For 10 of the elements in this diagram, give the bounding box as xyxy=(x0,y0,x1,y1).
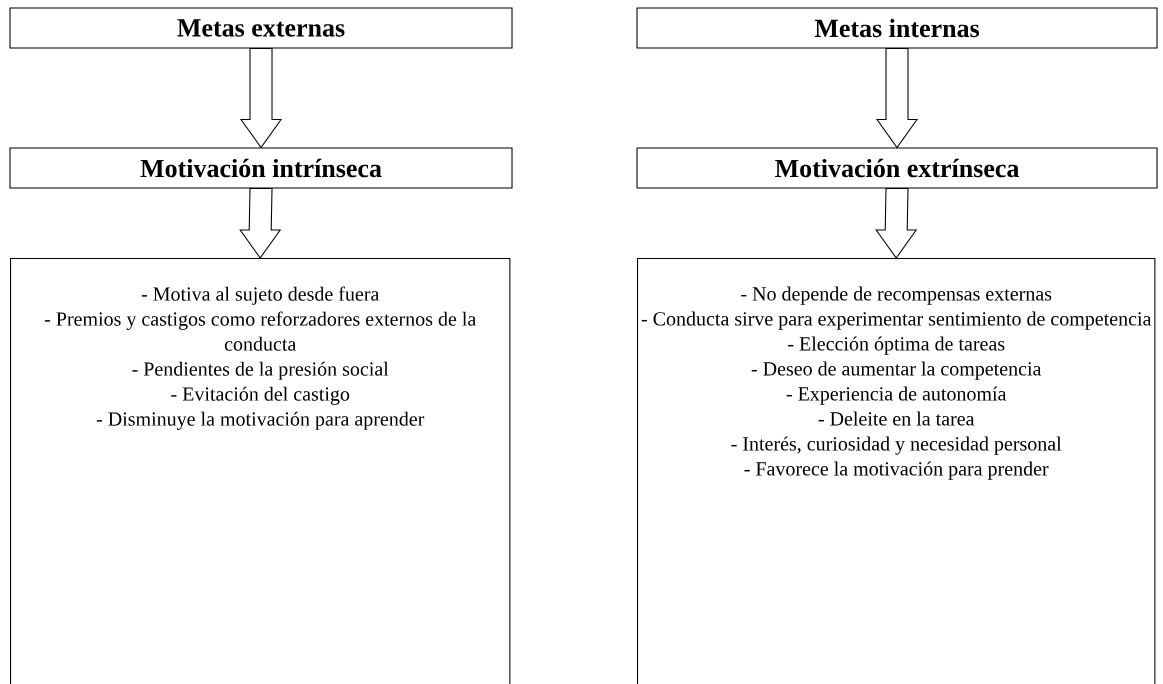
block-arrow xyxy=(239,188,282,259)
title-box: Metas externas xyxy=(9,7,513,49)
text-box: - Motiva al sujeto desde fuera - Premios y castigos como reforzadores externos de la conducta - Pendientes de la presión social - Evitación del castigo - Disminuye la motivación para aprender xyxy=(10,258,511,684)
text-box: - No depende de recompensas externas - Conducta sirve para experimentar sentimiento de competencia - Elección óptima de tareas - Deseo de aumentar la competencia - Experiencia de autonomía - Deleite en la tarea - Interés, curiosidad y necesidad personal - Favorece la motivación para prender xyxy=(637,258,1156,684)
block-arrow xyxy=(875,48,919,149)
title-box: Metas internas xyxy=(636,7,1158,49)
title-box: Motivación intrínseca xyxy=(9,147,513,189)
block-arrow xyxy=(239,48,283,149)
block-arrow xyxy=(875,188,918,259)
title-box: Motivación extrínseca xyxy=(636,147,1158,189)
